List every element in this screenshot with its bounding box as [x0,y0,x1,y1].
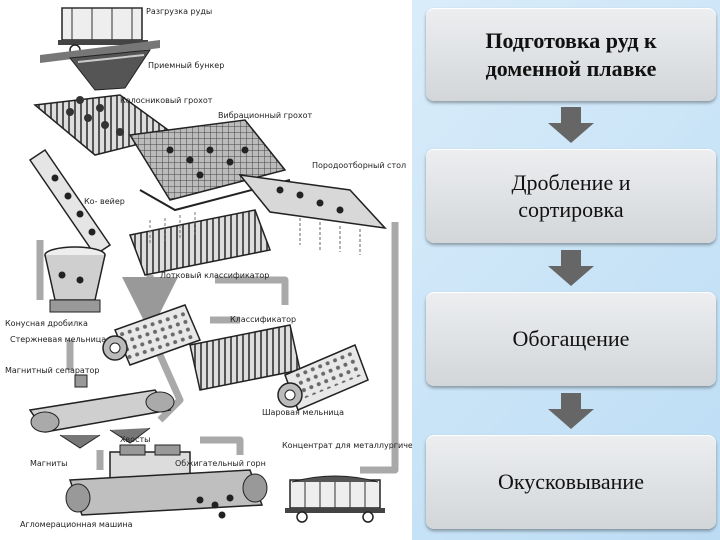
label-magnets: Магниты [30,459,67,468]
trough-classifier [128,209,272,276]
ore-wagon-top [40,7,160,63]
down-arrow-icon [548,107,594,143]
flow-title-line1: Подготовка руд к [485,28,657,53]
label-picking-table: Породоотборный стол [312,161,406,170]
down-arrow-icon [548,393,594,429]
flow-pipes [36,222,399,474]
label-magnetic-separator: Магнитный сепаратор [5,366,99,375]
rod-mill [102,304,202,366]
label-ball-mill: Шаровая мельница [262,408,344,417]
step-enrichment-box: Обогащение [426,292,716,386]
label-tailings: Хвосты [120,435,150,444]
label-bar-screen: Колосниковый грохот [120,96,213,105]
inclined-conveyor [28,148,112,257]
concentrate-wagon [285,475,385,523]
sintering-machine [65,469,268,519]
flow-title-box: Подготовка руд к доменной плавке [426,8,716,101]
step-crushing-line1: Дробление и [511,169,631,195]
label-trough-classifier: Лотковый классификатор [160,271,269,280]
label-rod-mill: Стержневая мельница [10,335,106,344]
step-agglomeration-box: Окусковывание [426,435,716,529]
label-classifier: Классификатор [230,315,296,324]
process-diagram-svg: Разгрузка руды Приемный бункер Колоснико… [5,7,412,529]
down-arrow-icon [548,250,594,286]
ore-processing-illustration: Разгрузка руды Приемный бункер Колоснико… [5,7,412,529]
picking-table [238,174,387,255]
label-cone-crusher: Конусная дробилка [5,319,88,328]
label-conveyor: Ко- вейер [84,197,125,206]
process-flow: Подготовка руд к доменной плавке Дроблен… [424,0,720,540]
ball-mill [277,344,369,411]
spiral-classifier [189,324,301,391]
step-agglomeration-label: Окусковывание [498,469,644,495]
label-ore-unloading: Разгрузка руды [146,7,212,16]
flow-title-line2: доменной плавке [485,55,657,81]
step-crushing-box: Дробление и сортировка [426,149,716,243]
label-sintering-machine: Агломерационная машина [20,520,133,529]
label-roasting-furnace: Обжигательный горн [175,459,266,468]
step-crushing-line2: сортировка [518,197,624,222]
label-vibrating-screen: Вибрационный грохот [218,111,312,120]
label-concentrate: Концентрат для металлургического комбина… [282,441,412,450]
receiving-bunker [69,49,151,91]
cone-crusher [44,246,106,313]
magnetic-separator [28,374,175,449]
step-enrichment-label: Обогащение [512,326,630,352]
label-receiving-bunker: Приемный бункер [148,61,224,70]
